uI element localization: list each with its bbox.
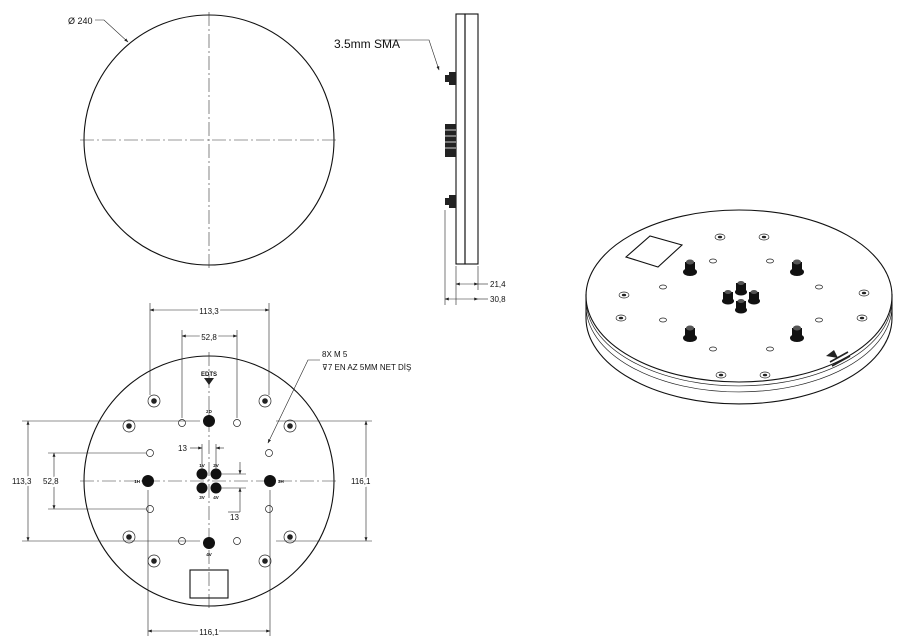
small-hole xyxy=(233,537,241,545)
thickness-outer-label: 30,8 xyxy=(490,295,506,304)
mount-hole xyxy=(122,530,136,544)
connector-bottom xyxy=(203,537,215,549)
small-hole xyxy=(146,505,154,513)
isometric-view xyxy=(585,209,893,405)
top-view: Ø 240 xyxy=(68,12,338,268)
mount-hole xyxy=(122,419,136,433)
iso-connector xyxy=(683,259,697,276)
dim-bottom-label: 116,1 xyxy=(199,628,219,637)
logo-text: EDTS xyxy=(201,372,217,378)
small-hole xyxy=(265,505,273,513)
connector-right xyxy=(264,475,276,487)
hole-note-line1: 8X M 5 xyxy=(322,350,348,359)
side-view: 3.5mm SMA 21,4 30,8 xyxy=(334,13,506,305)
mount-hole xyxy=(283,530,297,544)
port-label-c3: 3V xyxy=(199,495,205,500)
connector-leader xyxy=(381,39,440,71)
bottom-connectors xyxy=(142,415,276,549)
mount-hole xyxy=(147,554,161,568)
iso-top-face xyxy=(585,209,893,383)
side-plate-back xyxy=(464,13,479,265)
dim-top-inner-label: 52,8 xyxy=(201,333,217,342)
hole-note-leader xyxy=(267,359,320,444)
side-connector-top xyxy=(445,72,456,85)
diameter-leader xyxy=(95,19,129,43)
iso-connector xyxy=(748,290,760,305)
iso-side-wall xyxy=(585,294,893,405)
small-holes xyxy=(146,419,273,545)
small-hole xyxy=(265,449,273,457)
side-connector-middle xyxy=(445,124,456,157)
connector-center-1 xyxy=(196,468,208,480)
iso-connector xyxy=(683,325,697,342)
iso-connector xyxy=(790,259,804,276)
dim-left-inner-label: 52,8 xyxy=(43,477,59,486)
iso-plate-seam xyxy=(585,299,893,387)
hole-note-line2: ⊽7 EN AZ 5MM NET DİŞ xyxy=(322,363,411,372)
port-label-c4: 4V xyxy=(213,495,219,500)
iso-mount-holes xyxy=(615,233,870,379)
logo-mark: EDTS xyxy=(201,372,217,385)
connector-center-4 xyxy=(210,482,222,494)
iso-connector xyxy=(722,290,734,305)
iso-logo-mark xyxy=(826,350,851,367)
iso-small-holes xyxy=(659,258,823,352)
dim-left-outer-label: 113,3 xyxy=(12,477,32,486)
iso-connectors xyxy=(683,259,804,342)
mounting-holes xyxy=(122,394,297,568)
iso-connector xyxy=(735,299,747,314)
small-hole xyxy=(146,449,154,457)
port-label-bottom: 4V xyxy=(206,552,212,557)
iso-connector xyxy=(790,325,804,342)
mount-hole xyxy=(258,554,272,568)
port-label-right: 3H xyxy=(278,479,284,484)
connector-center-2 xyxy=(210,468,222,480)
side-plate-front xyxy=(455,13,466,265)
diameter-label: Ø 240 xyxy=(68,16,93,26)
mount-hole xyxy=(147,394,161,408)
iso-label-window xyxy=(624,235,684,268)
iso-connector xyxy=(735,281,747,296)
side-connector-bottom xyxy=(445,195,456,208)
dim-right-label: 116,1 xyxy=(351,477,371,486)
dim-center-h-label: 13 xyxy=(178,444,187,453)
dim-center-v-label: 13 xyxy=(230,513,239,522)
mount-hole xyxy=(258,394,272,408)
bottom-view: EDTS xyxy=(10,303,411,639)
mount-hole xyxy=(283,419,297,433)
connector-center-3 xyxy=(196,482,208,494)
small-hole xyxy=(233,419,241,427)
small-hole xyxy=(178,419,186,427)
connector-left xyxy=(142,475,154,487)
port-label-left: 1H xyxy=(134,479,140,484)
label-window xyxy=(189,569,229,599)
port-label-top: 2D xyxy=(206,409,213,414)
connector-top xyxy=(203,415,215,427)
dim-top-outer-label: 113,3 xyxy=(199,307,219,316)
connector-label: 3.5mm SMA xyxy=(334,37,400,51)
thickness-inner-label: 21,4 xyxy=(490,280,506,289)
